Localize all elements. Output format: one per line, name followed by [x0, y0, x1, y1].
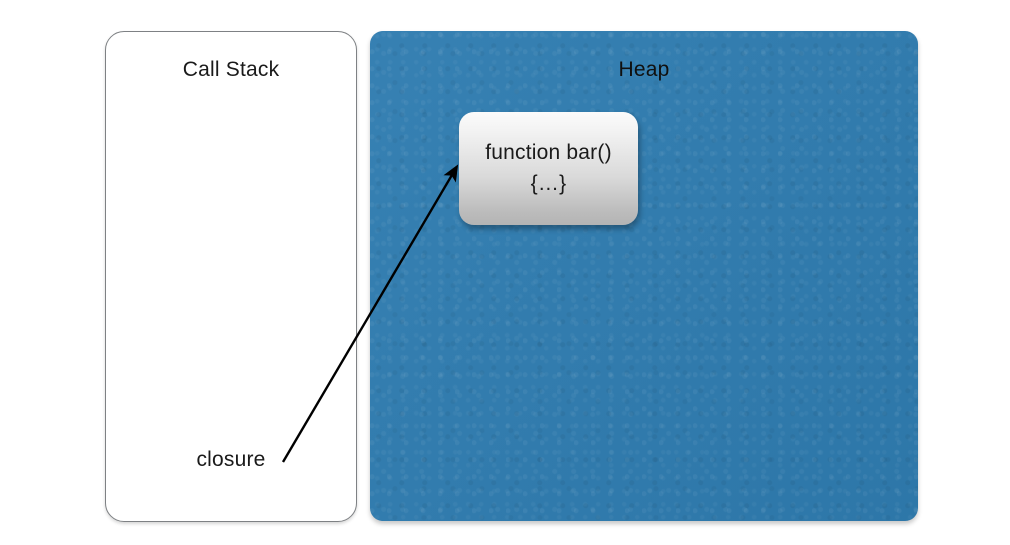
function-body-text: {…}	[530, 171, 567, 195]
call-stack-region: Call Stack closure	[105, 31, 357, 522]
closure-label: closure	[196, 448, 266, 471]
function-object-box: function bar() {…}	[459, 112, 638, 225]
call-stack-title: Call Stack	[182, 58, 280, 81]
heap-texture-overlay	[370, 31, 918, 521]
heap-region: Heap function bar() {…}	[370, 31, 918, 521]
heap-title: Heap	[618, 58, 670, 81]
function-signature-text: function bar()	[485, 141, 612, 165]
